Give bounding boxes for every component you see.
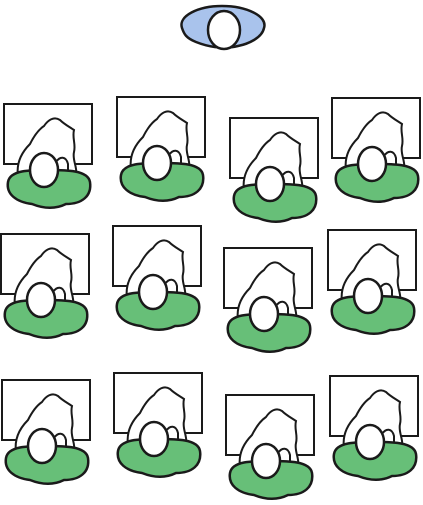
- student-desk-icon: [332, 98, 420, 202]
- student-desk-icon: [226, 395, 314, 499]
- student-desk-icon: [330, 376, 418, 480]
- row-3: [2, 373, 418, 499]
- student-desk-icon: [2, 380, 90, 484]
- student-desk-icon: [230, 118, 318, 222]
- student-desk-icon: [1, 234, 89, 338]
- row-2: [1, 226, 416, 352]
- student-desk-icon: [224, 248, 312, 352]
- student-desk-icon: [117, 97, 205, 201]
- teacher-figure-icon: [181, 6, 264, 49]
- student-desk-icon: [113, 226, 201, 330]
- row-1: [4, 97, 420, 222]
- student-desk-icon: [328, 230, 416, 334]
- student-desk-icon: [114, 373, 202, 477]
- student-desk-icon: [4, 104, 92, 208]
